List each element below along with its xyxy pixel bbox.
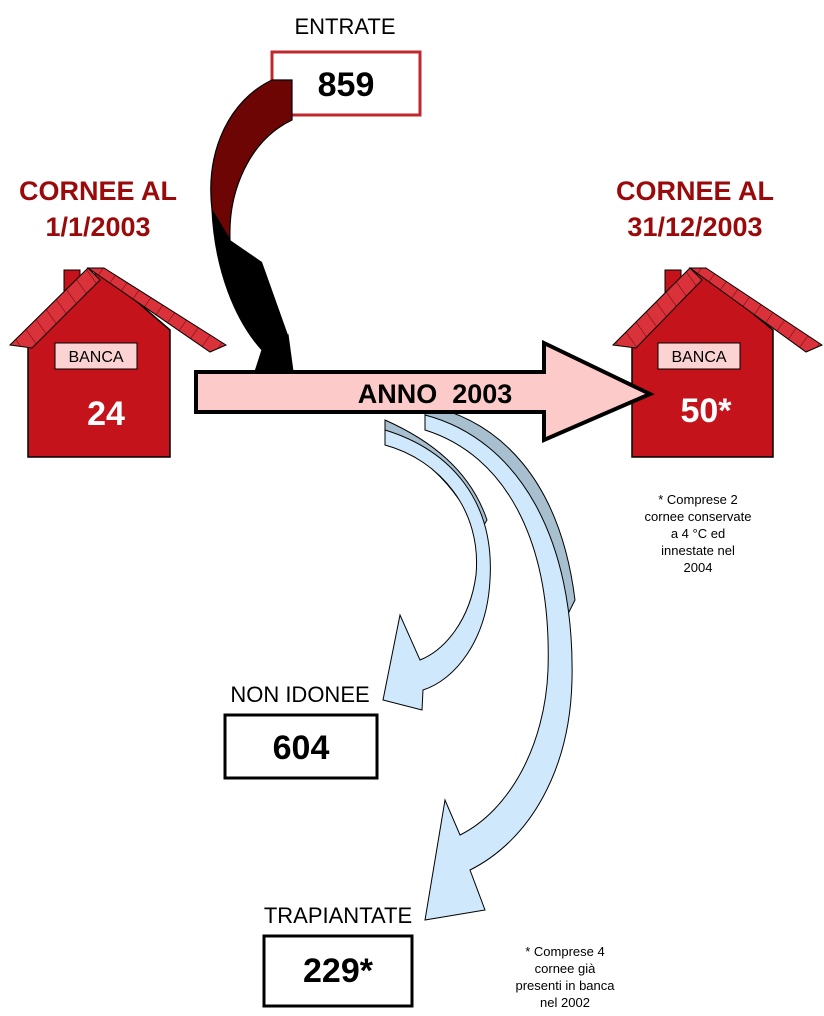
house-badge bbox=[54, 342, 138, 370]
trapiantate-footnote: * Comprese 4 cornee già presenti in banc… bbox=[515, 944, 615, 1010]
non-idonee-box: 604 bbox=[223, 713, 379, 780]
footnote-line: a 4 °C ed bbox=[671, 526, 725, 541]
house-roof-right bbox=[86, 267, 228, 353]
trapiantate-box: 229* bbox=[262, 934, 414, 1008]
footnote-line: cornee conservate bbox=[645, 509, 752, 524]
right-bank-house: BANCA 50* bbox=[611, 267, 824, 458]
entrate-box: 859 bbox=[270, 50, 422, 117]
trapiantate-arrow bbox=[424, 414, 573, 921]
house-roof-left bbox=[611, 267, 703, 349]
entrate-label: ENTRATE bbox=[294, 14, 395, 39]
footnote-line: * Comprese 2 bbox=[658, 492, 737, 507]
trapiantate-label: TRAPIANTATE bbox=[264, 903, 412, 928]
year-arrow-label: ANNO 2003 bbox=[358, 379, 513, 409]
outgoing-arrows bbox=[382, 404, 576, 921]
house-badge-label: BANCA bbox=[68, 349, 123, 366]
right-bank-footnote: * Comprese 2 cornee conservate a 4 °C ed… bbox=[645, 492, 752, 575]
footnote-line: presenti in banca bbox=[515, 978, 615, 993]
non-idonee-arrow bbox=[382, 429, 491, 711]
house-roof-left bbox=[8, 267, 101, 349]
left-bank-value: 24 bbox=[87, 395, 125, 433]
house-roof-right bbox=[688, 267, 824, 353]
left-bank-title-line2: 1/1/2003 bbox=[45, 212, 150, 242]
footnote-line: cornee già bbox=[535, 961, 596, 976]
house-badge bbox=[657, 342, 741, 370]
footnote-line: nel 2002 bbox=[540, 995, 590, 1010]
left-bank-house: BANCA 24 bbox=[8, 267, 228, 458]
right-bank-title-line2: 31/12/2003 bbox=[627, 212, 762, 242]
trapiantate-value: 229* bbox=[303, 952, 374, 990]
house-badge-label: BANCA bbox=[671, 349, 726, 366]
footnote-line: innestate nel bbox=[661, 543, 735, 558]
non-idonee-value: 604 bbox=[273, 729, 330, 767]
entrate-value: 859 bbox=[318, 66, 375, 104]
non-idonee-label: NON IDONEE bbox=[230, 682, 369, 707]
right-bank-title-line1: CORNEE AL bbox=[616, 176, 774, 206]
footnote-line: * Comprese 4 bbox=[525, 944, 604, 959]
incoming-arrow bbox=[210, 79, 294, 376]
right-bank-value: 50* bbox=[680, 392, 732, 430]
footnote-line: 2004 bbox=[684, 560, 713, 575]
left-bank-title-line1: CORNEE AL bbox=[19, 176, 177, 206]
year-arrow: ANNO 2003 bbox=[194, 339, 655, 444]
